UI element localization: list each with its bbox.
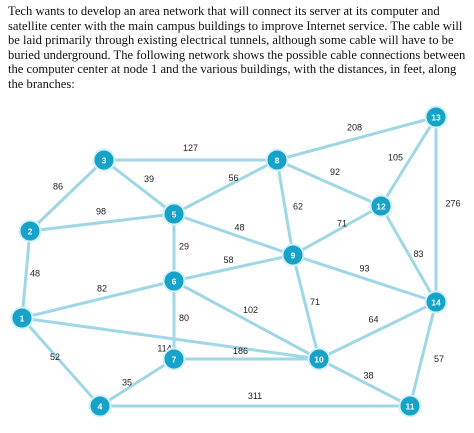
node-label-2: 2 bbox=[28, 227, 33, 237]
node-circle-8 bbox=[265, 148, 289, 172]
node-label-1: 1 bbox=[20, 314, 25, 324]
node-label-7: 7 bbox=[172, 355, 177, 365]
node-circle-2 bbox=[18, 219, 42, 243]
node-label-11: 11 bbox=[406, 402, 415, 412]
distance-label-13-12: 105 bbox=[388, 153, 403, 163]
edge-8-12 bbox=[276, 158, 382, 208]
distance-label-9-14: 93 bbox=[359, 264, 369, 274]
distance-label-5-6: 29 bbox=[179, 242, 189, 252]
distance-label-3-2: 86 bbox=[53, 182, 63, 192]
distance-label-14-11: 57 bbox=[434, 354, 444, 364]
edge-9-10 bbox=[291, 254, 321, 360]
distance-label-12-14: 83 bbox=[413, 249, 423, 259]
distance-label-1-10: 114 bbox=[157, 344, 171, 354]
node-circle-12 bbox=[369, 194, 393, 218]
distance-label-12-9: 71 bbox=[337, 219, 347, 229]
node-circle-3 bbox=[92, 148, 116, 172]
node-7: 7 bbox=[162, 347, 186, 371]
node-9: 9 bbox=[281, 243, 305, 267]
node-label-12: 12 bbox=[376, 202, 386, 212]
edge-2-1 bbox=[20, 230, 32, 319]
distance-labels-layer: 1272088639984856629210527648297183589382… bbox=[30, 123, 461, 402]
distance-label-6-9: 58 bbox=[223, 255, 233, 265]
node-4: 4 bbox=[88, 394, 112, 418]
node-12: 12 bbox=[369, 194, 393, 218]
edge-1-4 bbox=[20, 317, 102, 407]
edge-8-5 bbox=[173, 158, 278, 216]
distance-label-8-9: 62 bbox=[293, 202, 303, 212]
distance-label-5-9: 48 bbox=[234, 223, 244, 233]
node-10: 10 bbox=[307, 347, 331, 371]
edge-3-5 bbox=[103, 158, 175, 216]
distance-label-1-6: 82 bbox=[97, 284, 107, 294]
node-11: 11 bbox=[398, 394, 422, 418]
distance-label-8-12: 92 bbox=[330, 167, 340, 177]
distance-label-10-11: 38 bbox=[363, 371, 373, 381]
node-circle-9 bbox=[281, 243, 305, 267]
distance-label-6-10: 102 bbox=[243, 305, 258, 315]
problem-statement: Tech wants to develop an area network th… bbox=[8, 4, 466, 91]
distance-label-14-10: 64 bbox=[368, 315, 378, 325]
node-1: 1 bbox=[10, 306, 34, 330]
distance-label-1-4: 52 bbox=[50, 352, 60, 362]
node-circle-13 bbox=[424, 105, 448, 129]
node-label-10: 10 bbox=[314, 355, 324, 365]
distance-label-4-7: 35 bbox=[122, 378, 132, 388]
node-13: 13 bbox=[424, 105, 448, 129]
edge-9-14 bbox=[292, 253, 437, 304]
node-circle-6 bbox=[162, 269, 186, 293]
node-circle-1 bbox=[10, 306, 34, 330]
edge-8-9 bbox=[275, 159, 295, 256]
node-label-14: 14 bbox=[431, 298, 441, 308]
distance-label-3-8: 127 bbox=[183, 143, 198, 153]
node-circle-10 bbox=[307, 347, 331, 371]
distance-label-13-14: 276 bbox=[445, 199, 460, 209]
node-6: 6 bbox=[162, 269, 186, 293]
distance-label-6-7: 80 bbox=[179, 313, 189, 323]
edge-12-14 bbox=[379, 205, 438, 303]
node-14: 14 bbox=[424, 290, 448, 314]
edge-13-12 bbox=[379, 116, 438, 207]
node-2: 2 bbox=[18, 219, 42, 243]
node-5: 5 bbox=[162, 202, 186, 226]
distance-label-2-1: 48 bbox=[30, 269, 40, 279]
node-label-8: 8 bbox=[275, 156, 280, 166]
edge-1-10 bbox=[21, 316, 320, 361]
node-circle-4 bbox=[88, 394, 112, 418]
distance-label-7-10: 186 bbox=[233, 346, 248, 356]
node-circle-14 bbox=[424, 290, 448, 314]
edge-2-5 bbox=[29, 212, 175, 233]
edge-14-10 bbox=[318, 300, 437, 361]
distance-label-3-5: 39 bbox=[144, 174, 154, 184]
edge-10-11 bbox=[318, 357, 411, 408]
node-circle-7 bbox=[162, 347, 186, 371]
edge-14-11 bbox=[408, 301, 438, 407]
node-label-13: 13 bbox=[431, 113, 441, 123]
edge-3-2 bbox=[28, 158, 106, 233]
node-label-4: 4 bbox=[98, 402, 103, 412]
node-label-3: 3 bbox=[102, 156, 107, 166]
edge-12-9 bbox=[292, 204, 382, 257]
node-8: 8 bbox=[265, 148, 289, 172]
distance-label-8-13: 208 bbox=[347, 123, 362, 133]
node-label-6: 6 bbox=[172, 277, 177, 287]
distance-label-4-11: 311 bbox=[248, 391, 262, 401]
edge-4-7 bbox=[99, 357, 175, 408]
node-circle-11 bbox=[398, 394, 422, 418]
edge-8-13 bbox=[276, 115, 437, 162]
node-circle-5 bbox=[162, 202, 186, 226]
node-label-5: 5 bbox=[172, 210, 177, 220]
distance-label-9-10: 71 bbox=[310, 297, 320, 307]
distance-label-2-5: 98 bbox=[96, 207, 106, 217]
node-label-9: 9 bbox=[291, 251, 296, 261]
edge-6-9 bbox=[173, 253, 294, 283]
edge-6-10 bbox=[173, 279, 320, 361]
edge-5-9 bbox=[173, 212, 294, 257]
distance-label-8-5: 56 bbox=[228, 173, 238, 183]
node-3: 3 bbox=[92, 148, 116, 172]
edge-1-6 bbox=[21, 279, 175, 320]
